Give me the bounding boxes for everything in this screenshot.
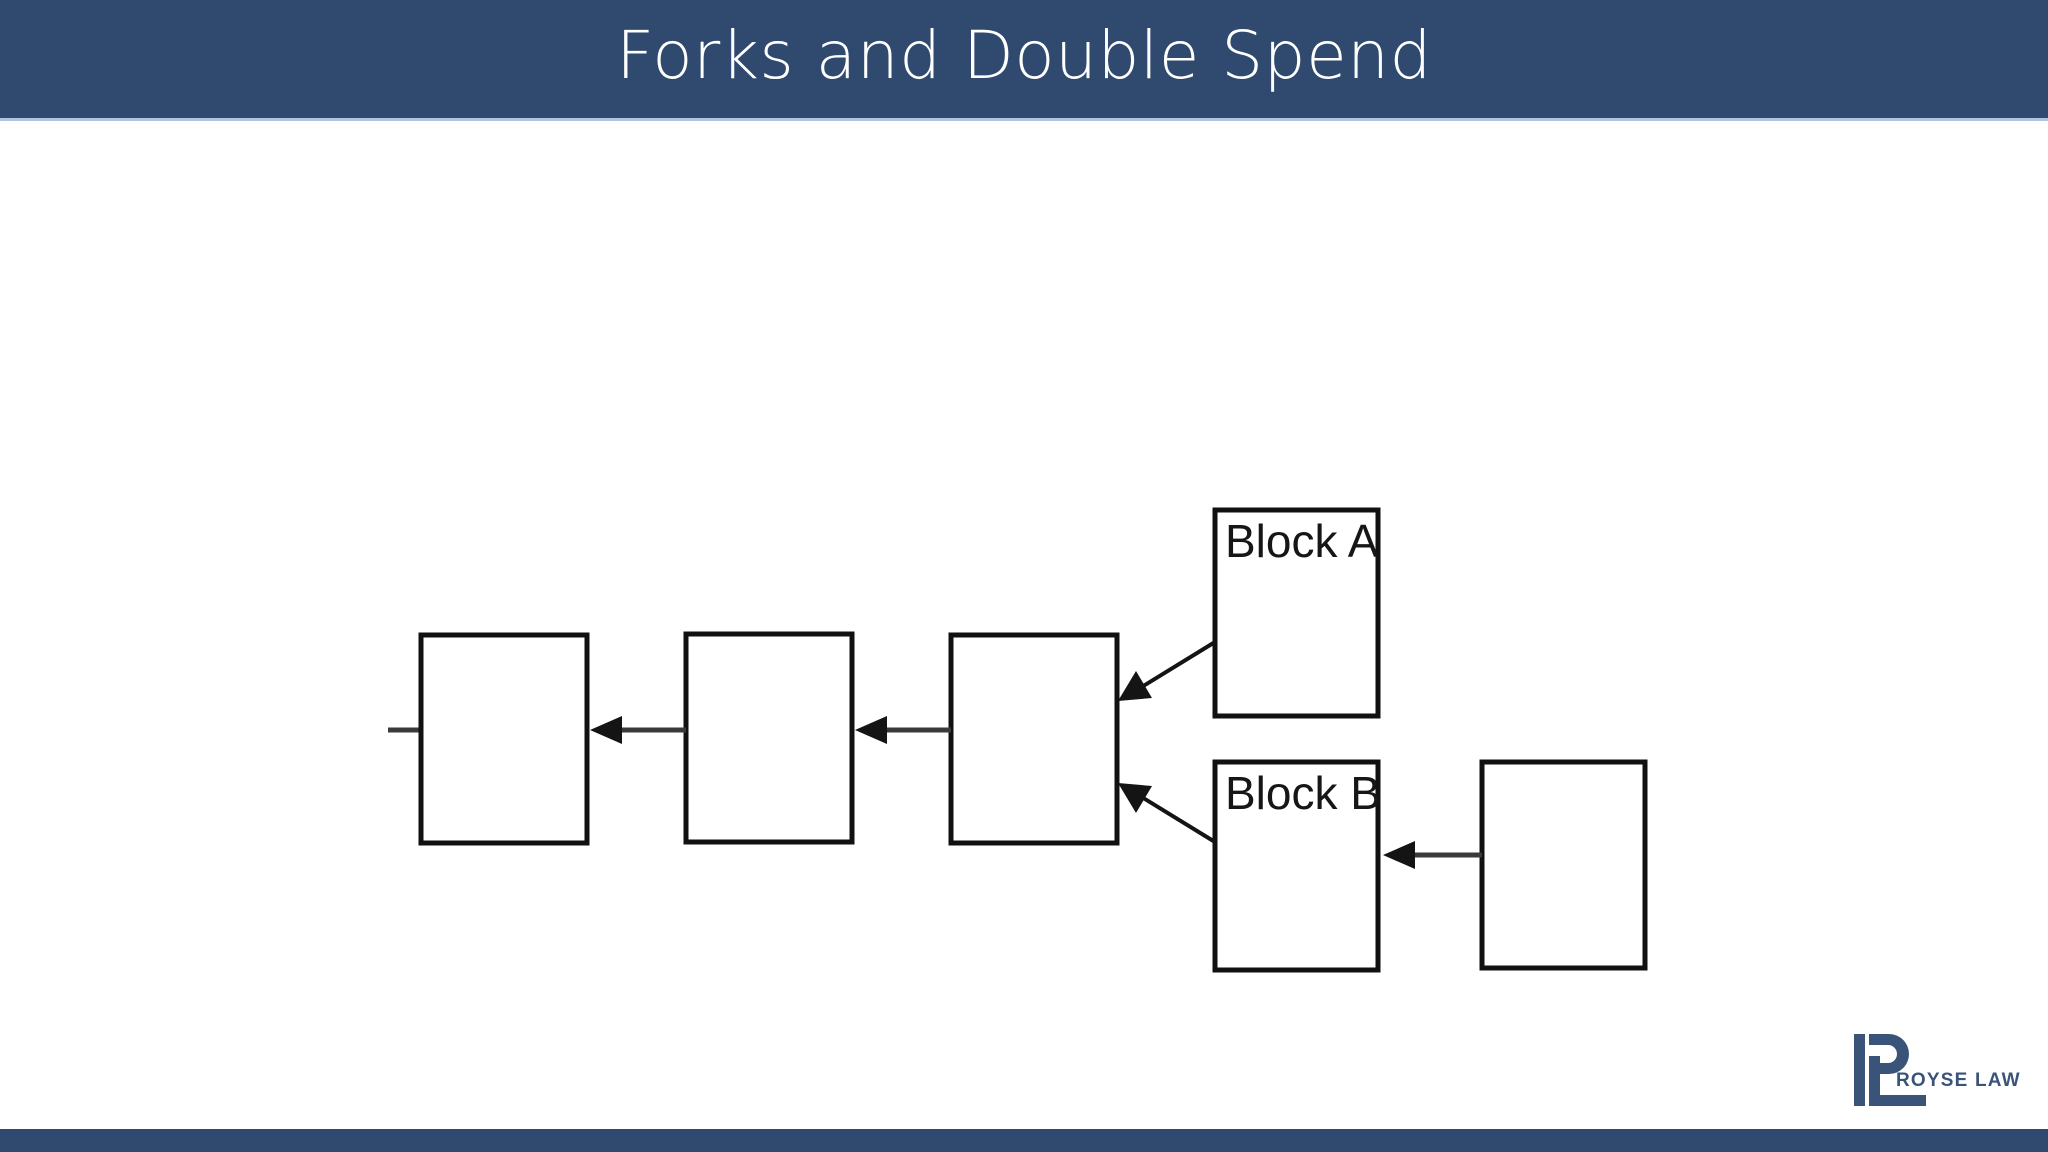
royse-law-wordmark: ROYSE LAW bbox=[1896, 1070, 2021, 1091]
block-a[interactable] bbox=[1212, 507, 1381, 719]
royse-law-logo-mark bbox=[1854, 1034, 1926, 1106]
block-1[interactable] bbox=[418, 632, 590, 846]
block-4[interactable] bbox=[1479, 759, 1648, 971]
page-title: Forks and Double Spend bbox=[616, 17, 1432, 94]
block-3[interactable] bbox=[948, 632, 1120, 846]
title-bar-accent-line bbox=[0, 118, 2048, 121]
connector-block2-to-block1 bbox=[590, 716, 686, 744]
connector-blockb-to-block3 bbox=[1118, 783, 1217, 844]
connector-block4-to-blockb bbox=[1383, 841, 1482, 869]
blockchain-fork-diagram: Block A Block B bbox=[0, 120, 2048, 1129]
block-b-label: Block B bbox=[1225, 767, 1381, 819]
block-b[interactable] bbox=[1212, 759, 1381, 973]
bottom-bar bbox=[0, 1129, 2048, 1152]
royse-law-logo: ROYSE LAW bbox=[1848, 1032, 2038, 1114]
connector-block3-to-block2 bbox=[855, 716, 951, 744]
connector-blocka-to-block3 bbox=[1118, 640, 1217, 701]
block-2[interactable] bbox=[683, 631, 855, 845]
title-bar bbox=[0, 0, 2048, 118]
block-a-label: Block A bbox=[1225, 515, 1379, 567]
